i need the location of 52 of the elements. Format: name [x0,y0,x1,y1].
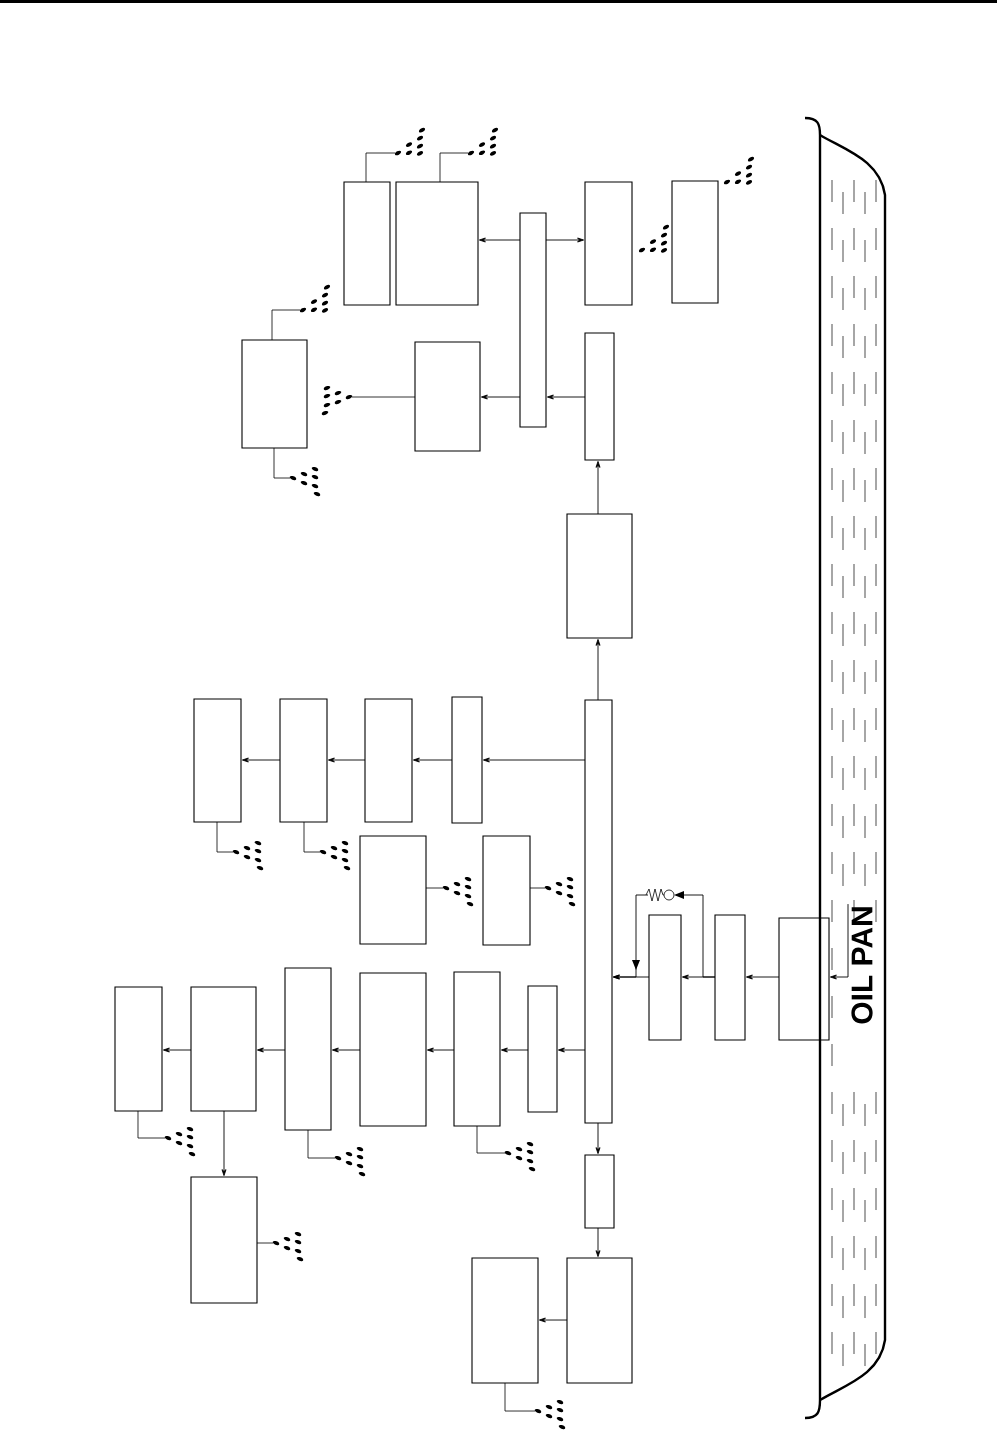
component-box [584,181,633,306]
component-box [359,835,427,945]
arrow [501,1047,529,1053]
component-box [527,985,558,1113]
arrow [545,237,585,243]
oil-pan: OIL PAN [804,116,887,1420]
component-box [714,914,746,1041]
component-box [114,986,163,1112]
arrow [483,757,586,763]
component-box [566,1257,633,1384]
arrow [538,1317,568,1323]
arrow [546,394,586,400]
component-box [584,699,613,1124]
arrow [595,461,601,515]
arrow [479,237,521,243]
arrow [595,1227,601,1258]
component-box [364,698,413,823]
component-box [193,698,242,823]
arrow [241,757,281,763]
arrow [427,1047,455,1053]
arrow [481,394,521,400]
component-box [584,332,615,461]
component-box [241,339,308,449]
arrow [745,974,780,980]
component-box [284,967,332,1131]
component-box [671,180,719,304]
component-box [359,972,427,1127]
component-box [648,914,682,1041]
arrow [221,1110,227,1177]
component-box [519,212,547,428]
component-box [343,181,391,306]
component-box [190,1176,258,1304]
arrow [557,1047,586,1053]
arrow [327,757,366,763]
component-box [414,341,481,452]
component-box [584,1154,615,1229]
arrow [257,1047,286,1053]
component-box [778,917,830,1041]
component-box [453,971,501,1127]
component-box [451,696,483,824]
component-box [395,181,479,306]
arrow [163,1047,192,1053]
arrow [413,757,453,763]
arrow [331,1047,361,1053]
component-box [471,1257,539,1384]
arrow [595,638,601,701]
component-box [190,986,257,1112]
arrow [595,1122,601,1155]
component-box [566,513,633,639]
arrow [829,903,849,980]
component-box [482,835,531,946]
component-box [279,698,328,823]
